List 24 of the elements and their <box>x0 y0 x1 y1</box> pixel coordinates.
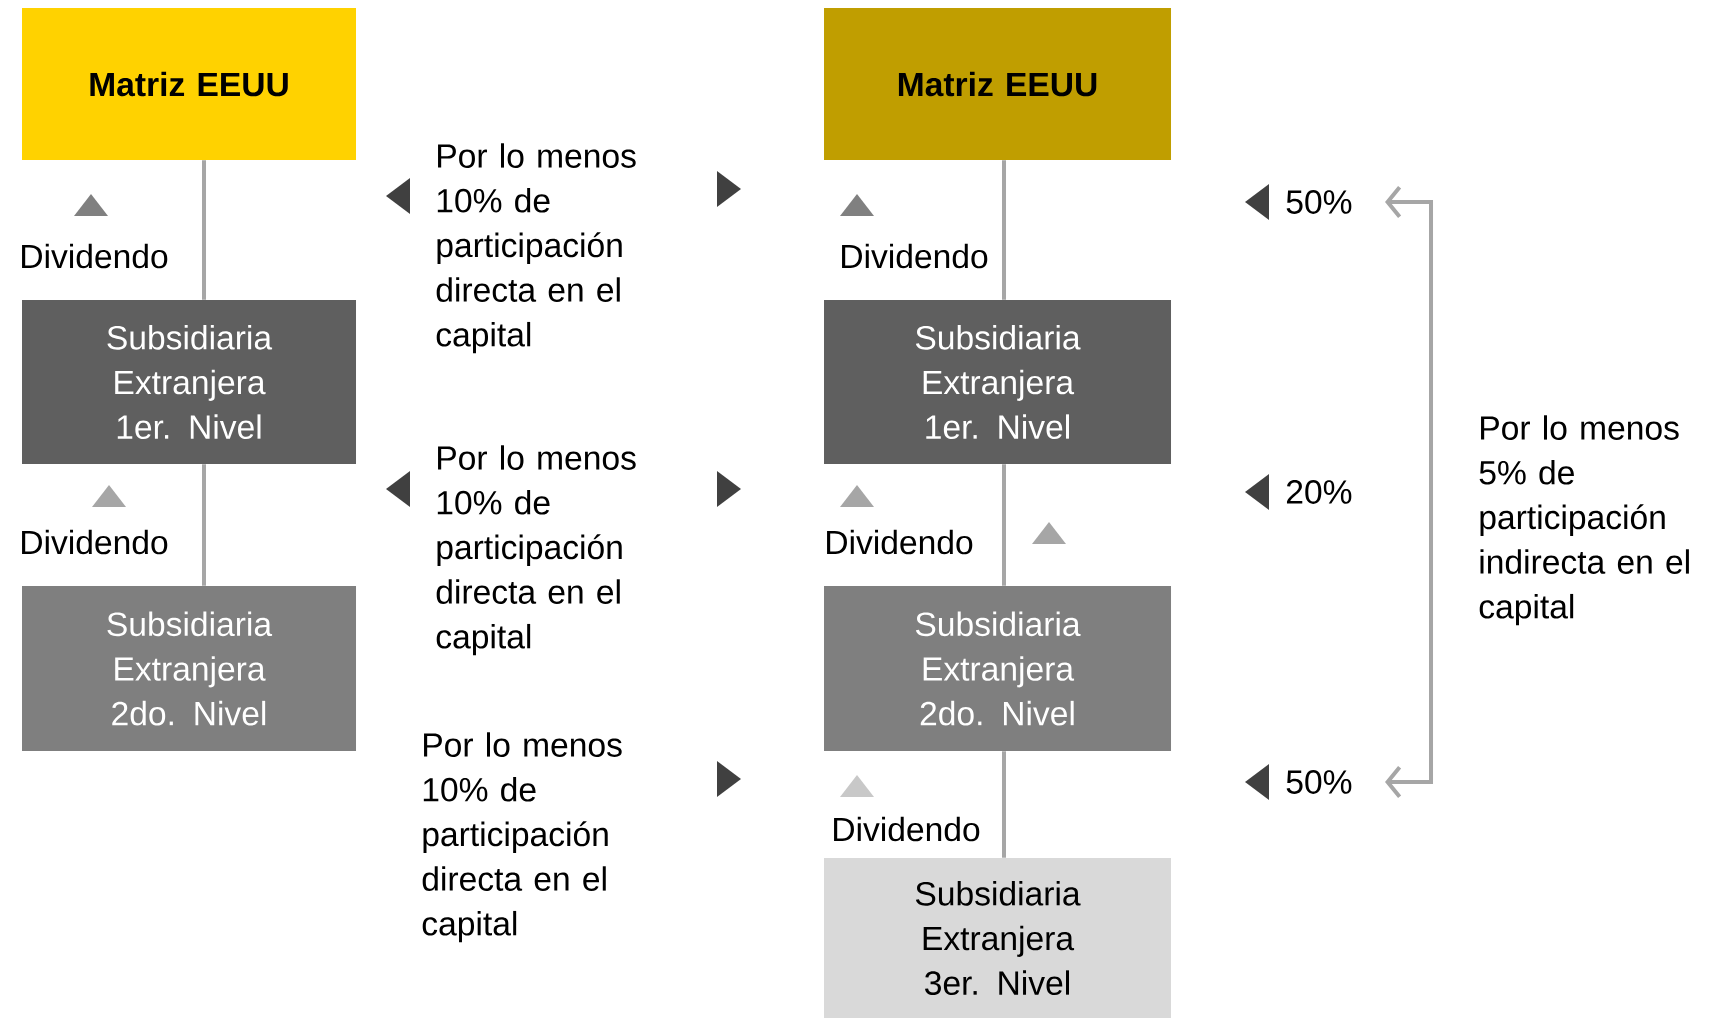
connector-line <box>202 160 206 300</box>
dividend-label: Dividendo <box>834 816 980 842</box>
subsidiary-box: Subsidiaria Extranjera 2do. Nivel <box>22 586 356 751</box>
subsidiary-box: Subsidiaria Extranjera 3er. Nivel <box>824 858 1171 1018</box>
parent-box: Matriz EEUU <box>22 8 356 160</box>
connector-line <box>1002 751 1006 858</box>
subsidiary-box: Subsidiaria Extranjera 1er. Nivel <box>824 300 1171 464</box>
percentage-label: 50% <box>1286 190 1352 214</box>
percentage-label: 20% <box>1286 480 1352 504</box>
parent-box: Matriz EEUU <box>824 8 1171 160</box>
percentage-label: 50% <box>1286 770 1352 794</box>
dividend-label: Dividendo <box>22 529 168 555</box>
connector-line <box>1002 464 1006 586</box>
dividend-label: Dividendo <box>827 529 973 555</box>
dividend-label: Dividendo <box>22 243 168 269</box>
dividend-label: Dividendo <box>842 243 988 269</box>
ownership-note: Por lo menos 10% de participación directa en el capital <box>422 732 622 943</box>
connector-line <box>202 464 206 586</box>
connector-line <box>1002 160 1006 300</box>
subsidiary-box: Subsidiaria Extranjera 2do. Nivel <box>824 586 1171 751</box>
ownership-note: Por lo menos 10% de participación directa en el capital <box>436 143 636 354</box>
subsidiary-box: Subsidiaria Extranjera 1er. Nivel <box>22 300 356 464</box>
ownership-note: Por lo menos 10% de participación directa en el capital <box>436 445 636 656</box>
ownership-note: Por lo menos 5% de participación indirecta en el capital <box>1479 415 1689 626</box>
